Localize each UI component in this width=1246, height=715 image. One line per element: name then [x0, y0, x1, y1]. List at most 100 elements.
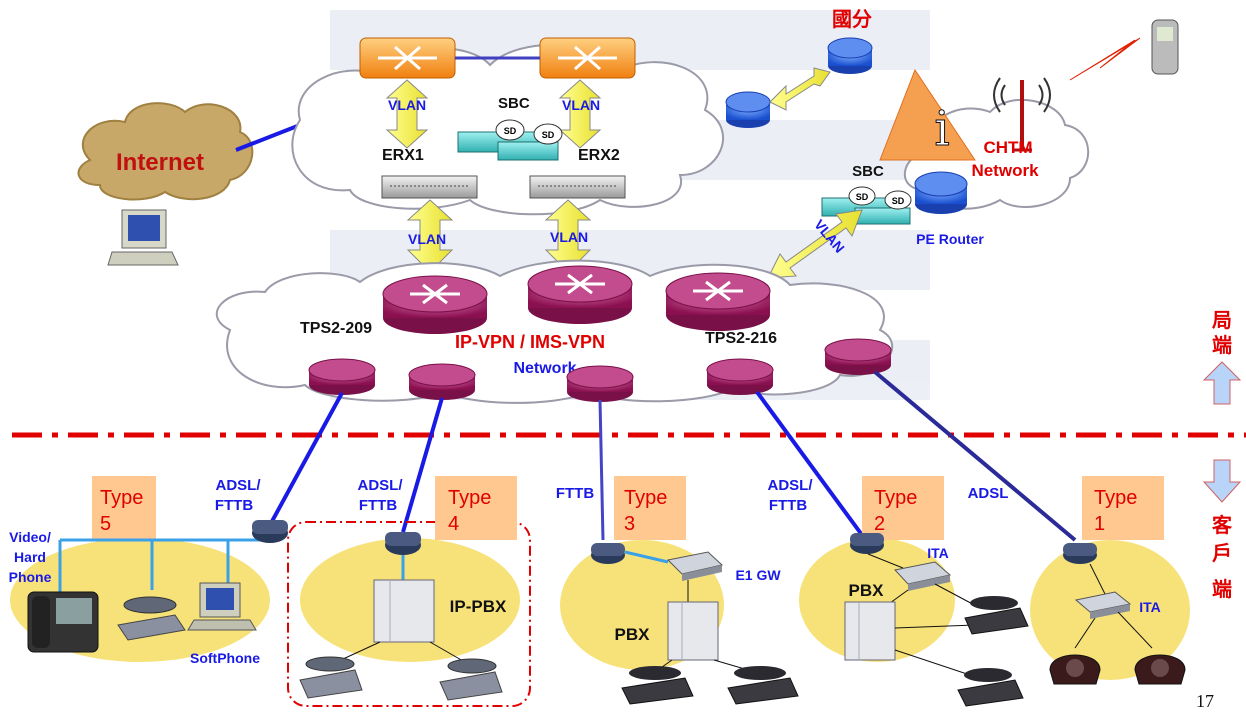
up-arrow-icon: [1202, 361, 1242, 405]
ippbx-cabinet: [373, 579, 435, 643]
edge-router-4: [706, 358, 774, 395]
down-arrow-icon: [1202, 459, 1242, 503]
type-2-word: Type: [874, 487, 917, 509]
side-label-hu: 戶: [1212, 541, 1232, 565]
desk-phone-icon: [117, 596, 186, 641]
e1gw-label: E1 GW: [735, 567, 781, 583]
cell-tower-icon: [993, 77, 1051, 152]
access-label-type2-line1: ADSL/: [768, 477, 814, 494]
type-1-num: 1: [1094, 513, 1105, 535]
modem-type5: [252, 520, 288, 543]
pe-router-label: PE Router: [916, 231, 984, 247]
type-5-word: Type: [100, 487, 143, 509]
erx2-switch: [529, 175, 626, 199]
access-label-type4-line1: ADSL/: [358, 477, 404, 494]
pbx-type2-label: PBX: [849, 581, 885, 600]
svg-text:SD: SD: [892, 196, 905, 206]
access-line-type4: [401, 397, 444, 533]
pc-icon: [107, 209, 179, 266]
ita-type1-device: [1074, 591, 1132, 619]
softphone-label: SoftPhone: [190, 650, 260, 666]
type-box-4: Type 4: [435, 476, 517, 540]
modem-type2: [850, 533, 884, 554]
edge-router-2: [408, 363, 476, 400]
erx2-label: ERX2: [578, 147, 620, 164]
ita1-link-right: [1117, 611, 1153, 649]
blue-router-mid: [725, 91, 771, 128]
ita-type2-label: ITA: [927, 545, 949, 561]
access-label-type5-line1: ADSL/: [216, 477, 262, 494]
guofen-label: 國分: [832, 7, 872, 31]
access-label-type3: FTTB: [556, 485, 594, 502]
side-label-duan2: 端: [1212, 577, 1232, 601]
chtm-label-1: CHTM: [983, 138, 1032, 157]
video-phone-icon: [27, 591, 99, 653]
sbc-right-device: SD SD: [821, 186, 912, 225]
phone-type2-upper-icon: [964, 596, 1029, 635]
internet-label: Internet: [116, 149, 204, 176]
ippbx-label: IP-PBX: [450, 597, 507, 616]
video-phone-line3: Phone: [9, 569, 52, 585]
erx1-label: ERX1: [382, 147, 424, 164]
edge-router-1: [308, 358, 376, 395]
type2-modem-ita-link: [867, 553, 904, 569]
vlan-label-3: VLAN: [408, 231, 446, 247]
phone-type3-right-icon: [727, 666, 799, 705]
vlan-arrow-erx2-top: [558, 79, 602, 149]
sbc-right-label: SBC: [852, 163, 884, 180]
side-label-duan: 端: [1212, 333, 1232, 357]
type1-modem-ita-link: [1089, 563, 1106, 595]
vlan-arrow-erx1-top: [385, 79, 429, 149]
rotary-phone-left-icon: [1049, 654, 1101, 685]
pbx-type2-cabinet: [844, 601, 896, 661]
pe-router: [914, 171, 968, 214]
ita-pbx-link: [889, 589, 909, 604]
access-line-type2: [755, 390, 864, 537]
pbx2-link-right: [894, 624, 976, 629]
erx1-switch: [381, 175, 478, 199]
tps216-label: TPS2-216: [705, 330, 777, 347]
type5-lan: [58, 538, 262, 600]
svg-text:i: i: [934, 101, 949, 157]
type-3-num: 3: [624, 513, 635, 535]
orange-router-right: [539, 37, 636, 79]
vlan-label-4: VLAN: [550, 229, 588, 245]
access-line-type3: [598, 399, 605, 541]
rotary-phone-right-icon: [1134, 654, 1186, 685]
phone-type2-lower-icon: [957, 668, 1024, 707]
modem-type3: [591, 543, 625, 564]
core-router-209: [382, 275, 488, 334]
access-line-type5: [268, 392, 344, 526]
core-router-216: [665, 272, 771, 331]
type-5-num: 5: [100, 513, 111, 535]
internet-link: [235, 123, 301, 152]
ita1-link-left: [1074, 617, 1096, 649]
chtm-label-2: Network: [971, 161, 1039, 180]
vlan-label-1: VLAN: [388, 97, 426, 113]
svg-text:SD: SD: [856, 192, 869, 202]
tps209-label: TPS2-209: [300, 320, 372, 337]
access-label-type2-line2: FTTB: [769, 497, 807, 514]
access-line-type1: [873, 370, 1077, 542]
side-label-ju: 局: [1211, 308, 1232, 332]
modem-type4: [385, 532, 421, 555]
lightning-icon: [1069, 37, 1141, 81]
type-2-num: 2: [874, 513, 885, 535]
access-label-type5-line2: FTTB: [215, 497, 253, 514]
type-3-word: Type: [624, 487, 667, 509]
pbx-type3-label: PBX: [615, 625, 651, 644]
e1-gateway-device: [666, 551, 724, 581]
type-box-2: Type 2: [862, 476, 944, 540]
side-label-ke: 客: [1211, 513, 1233, 537]
type3-lan: [624, 550, 669, 564]
phone-type3-left-icon: [621, 666, 694, 705]
sbc-top-device: SD SD: [457, 119, 563, 161]
access-label-type4-line2: FTTB: [359, 497, 397, 514]
type-box-5: Type 5: [92, 476, 156, 540]
access-label-type1: ADSL: [968, 485, 1009, 502]
vlan-label-2: VLAN: [562, 97, 600, 113]
page-number: 17: [1196, 691, 1214, 711]
orange-router-left: [359, 37, 456, 79]
edge-router-5: [824, 338, 892, 375]
pbx-type3-cabinet: [667, 601, 719, 661]
